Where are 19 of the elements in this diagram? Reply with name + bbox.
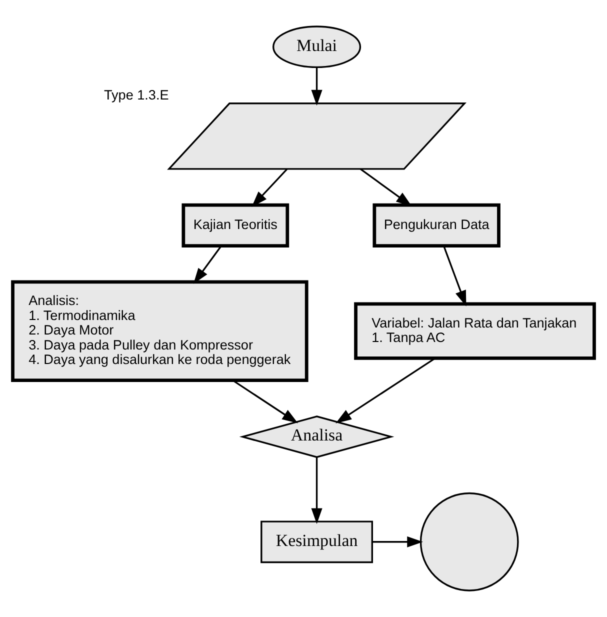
arrow xyxy=(232,380,298,424)
arrow xyxy=(443,246,466,306)
arrow xyxy=(311,67,322,106)
node-box: Kajian Teoritis xyxy=(182,203,290,248)
node-box: Variabel: Jalan Rata dan Tanjakan 1. Tanpa AC xyxy=(354,302,596,360)
arrow xyxy=(372,536,423,548)
node-circle xyxy=(420,492,519,592)
node-box: Kesimpulan xyxy=(260,520,373,564)
node-label: Type 1.3.E xyxy=(104,88,169,103)
node-box: Pengukuran Data xyxy=(372,203,500,248)
arrow xyxy=(193,246,222,284)
node-box: Analisis: 1. Termodinamika 2. Daya Motor 3. Daya pada Pulley dan Kompressor 4. Daya yang disalurkan ke roda penggerak xyxy=(11,280,308,382)
node-parallelogram xyxy=(167,102,466,170)
node-ellipse: Mulai xyxy=(272,26,362,68)
node-diamond: Analisa xyxy=(239,416,394,458)
arrow xyxy=(360,168,412,206)
arrow xyxy=(336,358,436,424)
arrow xyxy=(311,457,322,524)
arrow xyxy=(252,168,288,207)
